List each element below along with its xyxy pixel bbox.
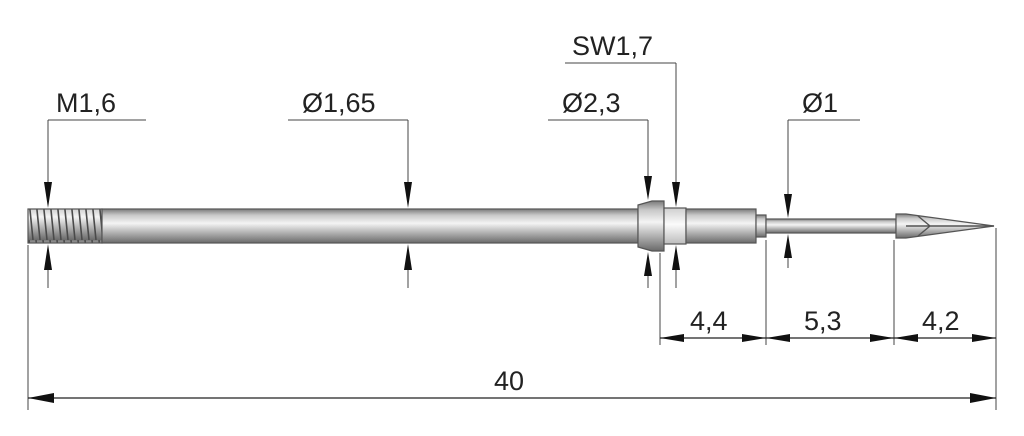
diameter-arrows [44, 176, 792, 276]
collar-section [637, 200, 665, 252]
label-len-total: 40 [494, 366, 524, 396]
sleeve-section [685, 208, 757, 244]
label-wrench-size: SW1,7 [572, 31, 653, 61]
wrench-flat [663, 207, 687, 245]
thread-section [27, 208, 103, 244]
extension-lines [27, 62, 997, 410]
pin-body [27, 200, 995, 252]
label-len-neck: 5,3 [804, 306, 842, 336]
label-shaft-diameter: Ø1,65 [302, 88, 376, 118]
label-len-tip: 4,2 [922, 306, 960, 336]
shaft-section [101, 208, 639, 244]
length-dimensions [28, 334, 996, 403]
crown-tip-facets [906, 215, 994, 237]
label-tip-diameter: Ø1 [802, 88, 838, 118]
dimension-labels: M1,6 Ø1,65 Ø2,3 SW1,7 Ø1 4,4 5,3 4,2 40 [56, 31, 960, 396]
step-section [755, 214, 767, 238]
label-len-collar: 4,4 [690, 306, 728, 336]
label-collar-diameter: Ø2,3 [562, 88, 621, 118]
plunger-section [765, 218, 897, 234]
label-thread: M1,6 [56, 88, 116, 118]
